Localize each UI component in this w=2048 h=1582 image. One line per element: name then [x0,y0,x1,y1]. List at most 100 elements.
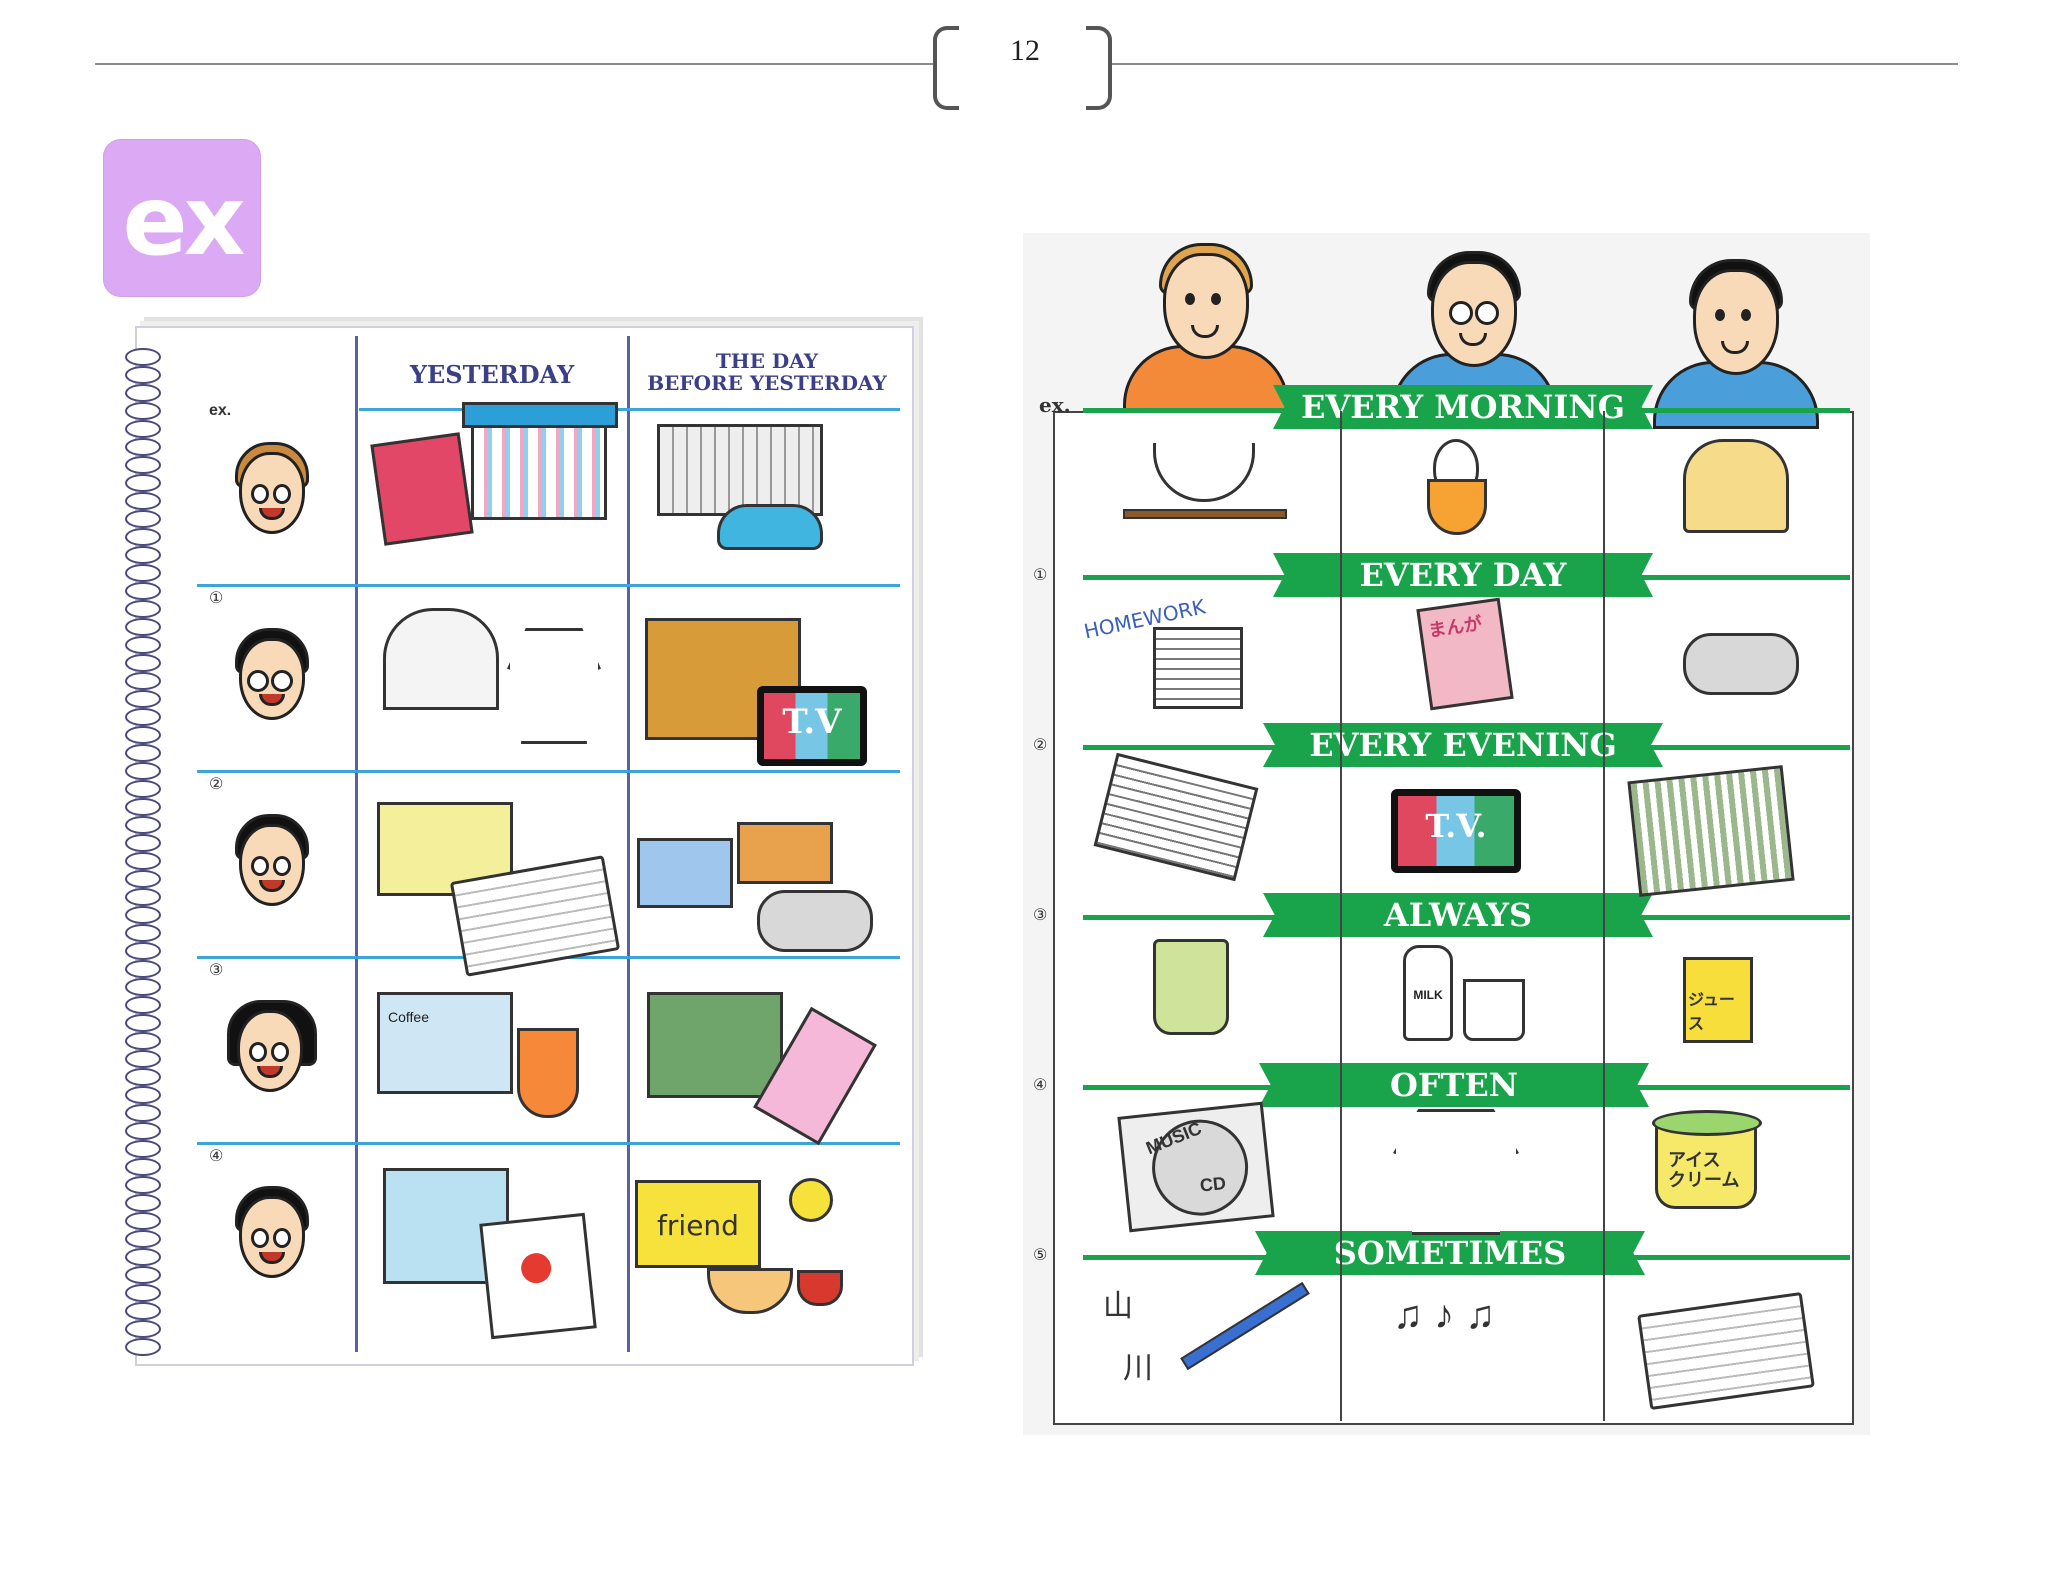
spiral-ring [125,636,161,654]
judo-uniform-icon [507,628,601,744]
spiral-ring [125,1032,161,1050]
frequency-chart-panel: ex. EVERY MORNING EVERY DAY EVERY EVENIN… [1023,233,1870,1435]
banner-always: ALWAYS [1263,893,1653,937]
spiral-ring [125,744,161,762]
bookstore-icon [471,418,607,520]
spiral-ring [125,888,161,906]
gym-building-icon [383,608,499,710]
spiral-ring [125,834,161,852]
banner-every-day: EVERY DAY [1273,553,1653,597]
spiral-ring [125,1266,161,1284]
row-label-ex: ex. [1039,393,1071,417]
music-cd-icon: MUSIC CD [1117,1101,1275,1233]
spiral-ring [125,402,161,420]
spiral-ring [125,1230,161,1248]
spiral-ring [125,798,161,816]
spiral-ring [125,528,161,546]
banner-sometimes: SOMETIMES [1255,1231,1645,1275]
kanji-mountain-label: 山 [1103,1289,1133,1324]
mug-icon [1463,979,1525,1041]
orange-juice-icon [517,1028,579,1118]
spiral-ring [125,762,161,780]
ex-badge-label: ex [122,165,245,277]
judo-uniform-icon [1393,1109,1519,1235]
spiral-ring [125,492,161,510]
spiral-ring [125,582,161,600]
spiral-ring [125,672,161,690]
row-label-ex: ex. [209,402,232,419]
row-divider [197,770,900,773]
friend-house-icon: friend [635,1180,761,1268]
column-divider [1340,411,1342,1421]
spiral-ring [125,348,161,366]
student-face-3 [225,996,317,1092]
row-number-1: ① [1033,567,1048,584]
boy-character-1 [1123,243,1289,413]
library-building-icon [377,802,513,896]
row-number-4: ④ [1033,1077,1048,1094]
page-number-bracket-left [933,26,959,110]
spiral-ring [125,1302,161,1320]
page-number-bracket-right [1086,26,1112,110]
row-label-4: ④ [209,1148,224,1165]
homework-sheet-icon [1153,627,1243,709]
spiral-ring [125,1068,161,1086]
spiral-ring [125,870,161,888]
student-face-2 [233,810,309,906]
game-controller-icon [1683,633,1799,695]
student-face-1 [233,624,309,720]
music-notes-icon: ♫ ♪ ♫ [1393,1293,1496,1337]
spiral-ring [125,546,161,564]
juice-box-icon: ジュース [1683,957,1753,1043]
row-number-5: ⑤ [1033,1247,1048,1264]
soup-bowl-icon [797,1270,843,1306]
spiral-ring [125,1212,161,1230]
student-face-4 [233,1182,309,1278]
spiral-ring [125,618,161,636]
spiral-ring [125,726,161,744]
kanji-river-label: 川 [1123,1351,1153,1386]
spiral-ring [125,978,161,996]
banner-every-morning: EVERY MORNING [1273,385,1653,429]
spiral-ring [125,510,161,528]
rice-bowl-icon [707,1268,793,1314]
game-controller-icon [757,890,873,952]
banner-every-evening: EVERY EVENING [1263,723,1663,767]
spiral-ring [125,1158,161,1176]
notebook-column-divider [355,336,358,1352]
clock-icon [789,1178,833,1222]
header-rule-right [1108,63,1958,65]
sketchbook-icon [479,1212,597,1340]
spiral-ring [125,366,161,384]
row-divider [197,584,900,587]
spiral-ring [125,384,161,402]
schedule-notebook: YESTERDAY THE DAY BEFORE YESTERDAY ex. ①… [125,326,914,1366]
row-number-3: ③ [1033,907,1048,924]
spiral-ring [125,420,161,438]
bed-icon [637,838,733,908]
boy-character-3 [1653,259,1819,429]
ex-badge: ex [103,139,261,297]
page-number: 12 [1010,34,1040,67]
newspaper-icon [1627,765,1795,897]
row-number-2: ② [1033,737,1048,754]
spiral-binding [125,348,161,1356]
spiral-ring [125,816,161,834]
tv-icon: T.V [757,686,867,766]
spiral-ring [125,852,161,870]
spiral-ring [125,438,161,456]
row-label-3: ③ [209,962,224,979]
spiral-ring [125,564,161,582]
banner-often: OFTEN [1259,1063,1649,1107]
column-header-day-before-yesterday: THE DAY BEFORE YESTERDAY [647,349,887,395]
flower-shop-icon [647,992,783,1098]
bookstore-sign-icon [462,402,618,428]
spiral-ring [125,708,161,726]
notebook-column-divider [627,336,630,1352]
tv-icon: T.V. [1391,789,1521,873]
chopsticks-icon [1123,509,1287,519]
spiral-ring [125,1338,161,1356]
spiral-ring [125,1194,161,1212]
milk-bottle-icon: MILK [1403,945,1453,1041]
column-header-yesterday: YESTERDAY [409,360,575,389]
